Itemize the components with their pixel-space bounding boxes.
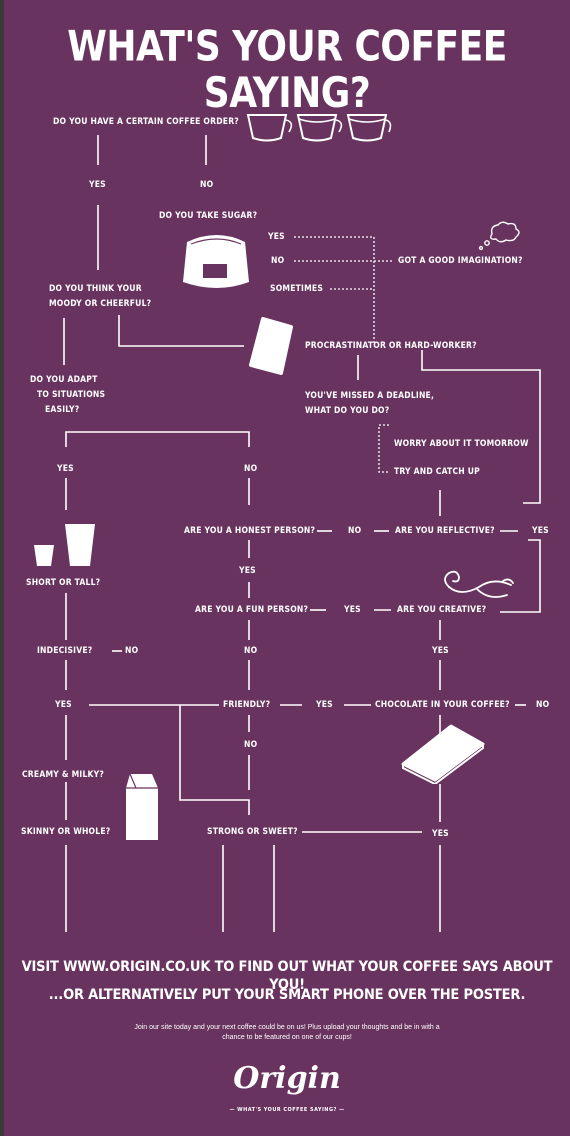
poster-title: WHAT'S YOUR COFFEE SAYING?	[67, 22, 507, 118]
question-chocolate: CHOCOLATE IN YOUR COFFEE?	[375, 700, 510, 710]
answer-yes-order: YES	[89, 180, 106, 190]
chocolate-no: NO	[536, 700, 550, 710]
sugar-cube-icon	[249, 317, 293, 375]
sugar-yes: YES	[268, 232, 285, 242]
adapt-yes: YES	[57, 464, 74, 474]
sugar-no: NO	[271, 256, 285, 266]
logo-tagline: — WHAT'S YOUR COFFEE SAYING? —	[229, 1107, 345, 1113]
friendly-yes: YES	[316, 700, 333, 710]
question-deadline-1: YOU'VE MISSED A DEADLINE,	[305, 391, 435, 401]
sugar-bag-icon	[183, 235, 249, 288]
question-sugar: DO YOU TAKE SUGAR?	[159, 211, 258, 221]
question-honest: ARE YOU A HONEST PERSON?	[184, 526, 316, 536]
question-creamy: CREAMY & MILKY?	[22, 770, 105, 780]
answer-no-order: NO	[200, 180, 214, 190]
question-fun: ARE YOU A FUN PERSON?	[195, 605, 309, 615]
footer-join-text: Join our site today and your next coffee…	[134, 1024, 440, 1031]
reflective-yes: YES	[532, 526, 549, 536]
question-creative: ARE YOU CREATIVE?	[397, 605, 487, 615]
question-indecisive: INDECISIVE?	[37, 646, 93, 656]
option-worry-tomorrow: WORRY ABOUT IT TOMORROW	[394, 439, 529, 449]
question-deadline-2: WHAT DO YOU DO?	[305, 406, 390, 416]
question-adapt-3: EASILY?	[45, 405, 80, 415]
indecisive-yes: YES	[55, 700, 72, 710]
thought-bubble-icon	[478, 221, 520, 251]
question-moody-2: MOODY OR CHEERFUL?	[49, 299, 152, 309]
honest-yes: YES	[239, 566, 256, 576]
question-procrastinator: PROCRASTINATOR OR HARD-WORKER?	[305, 341, 477, 351]
question-strong: STRONG OR SWEET?	[207, 827, 298, 837]
footer-visit-line: VISIT WWW.ORIGIN.CO.UK TO FIND OUT WHAT …	[21, 959, 553, 993]
milk-carton-icon	[126, 773, 158, 840]
adapt-no: NO	[244, 464, 258, 474]
honest-no: NO	[348, 526, 362, 536]
swirl-icon	[444, 570, 514, 598]
indecisive-no: NO	[125, 646, 139, 656]
fun-yes: YES	[344, 605, 361, 615]
flowchart-poster: WHAT'S YOUR COFFEE SAYING? DO YOU HAVE A…	[4, 0, 570, 1136]
fun-no: NO	[244, 646, 258, 656]
flowchart-lines	[63, 135, 541, 932]
origin-logo: Origin	[233, 1061, 341, 1096]
glasses-icon	[34, 524, 95, 566]
cups-icon	[246, 114, 392, 142]
footer-chance-text: chance to be featured on one of our cups…	[222, 1034, 352, 1041]
footer-alternative-line: ...OR ALTERNATIVELY PUT YOUR SMART PHONE…	[48, 987, 526, 1003]
flowchart-dotted-lines	[294, 236, 394, 473]
question-adapt-1: DO YOU ADAPT	[30, 375, 98, 385]
question-moody-1: DO YOU THINK YOUR	[49, 284, 142, 294]
question-friendly: FRIENDLY?	[223, 700, 271, 710]
chocolate-yes: YES	[432, 829, 449, 839]
friendly-no: NO	[244, 740, 258, 750]
question-adapt-2: TO SITUATIONS	[37, 390, 106, 400]
question-short-tall: SHORT OR TALL?	[26, 578, 101, 588]
question-reflective: ARE YOU REFLECTIVE?	[395, 526, 495, 536]
question-coffee-order: DO YOU HAVE A CERTAIN COFFEE ORDER?	[53, 117, 239, 127]
sugar-sometimes: SOMETIMES	[270, 284, 324, 294]
option-catch-up: TRY AND CATCH UP	[394, 467, 480, 477]
question-imagination: GOT A GOOD IMAGINATION?	[398, 256, 523, 266]
chocolate-bar-icon	[401, 724, 485, 784]
question-skinny: SKINNY OR WHOLE?	[21, 827, 111, 837]
creative-yes: YES	[432, 646, 449, 656]
